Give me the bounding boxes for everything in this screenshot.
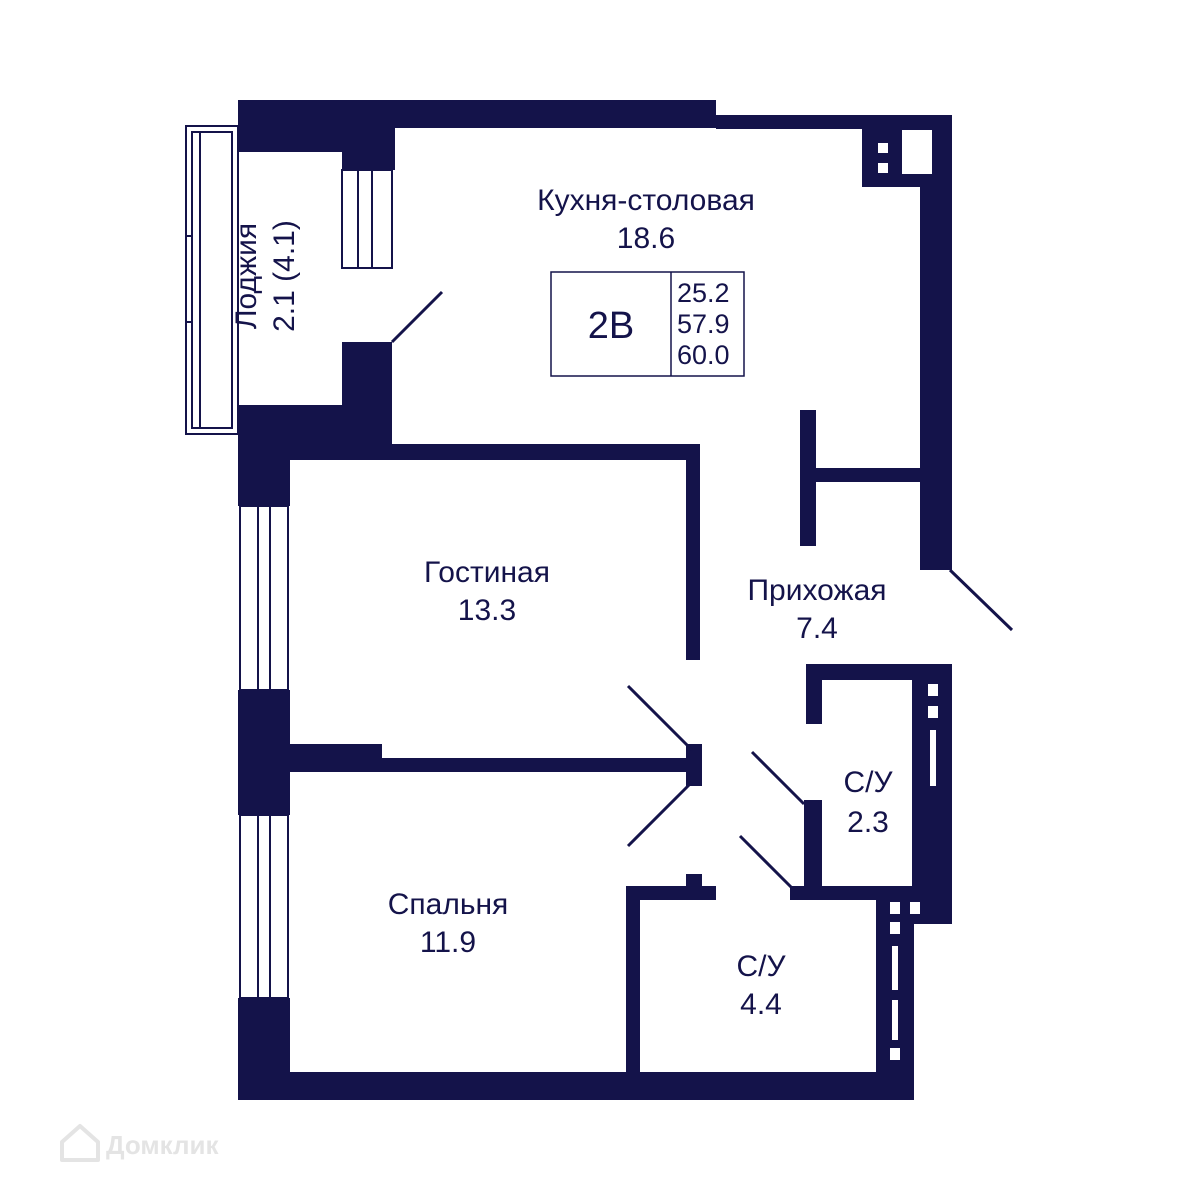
window-living <box>239 505 289 691</box>
wall-partition-end <box>686 744 702 786</box>
vent-slot <box>892 1000 898 1040</box>
room-bath-small: С/У 2.3 <box>843 766 893 839</box>
room-living-area: 13.3 <box>458 594 516 627</box>
vent-slot <box>930 730 936 786</box>
vent-dot <box>890 902 900 914</box>
loggia-glazing <box>185 125 239 435</box>
wall-bath4-top-left <box>626 886 716 900</box>
vent-slot <box>892 946 898 990</box>
wall-left-a <box>238 444 290 506</box>
wall-bath2-right <box>912 664 952 924</box>
watermark: Домклик <box>60 1124 219 1162</box>
doors <box>390 290 1014 890</box>
door-living <box>626 684 694 752</box>
room-bedroom-name: Спальня <box>388 888 509 921</box>
window-kitchen <box>341 169 393 269</box>
wall-living-top <box>238 444 700 460</box>
apartment-badge: 2В 25.2 57.9 60.0 <box>550 271 745 377</box>
room-loggia-area: 2.1 (4.1) <box>268 220 301 332</box>
room-kitchen-name: Кухня-столовая <box>537 184 755 217</box>
door-loggia <box>390 290 444 344</box>
area-with-loggia: 60.0 <box>677 340 730 370</box>
room-hall-area: 7.4 <box>796 612 838 645</box>
wall-pillar-top <box>342 128 395 170</box>
watermark-text: Домклик <box>106 1130 219 1160</box>
room-kitchen: Кухня-столовая 18.6 <box>537 184 755 255</box>
room-living: Гостиная 13.3 <box>424 556 550 627</box>
wall-left-b <box>238 690 290 815</box>
room-bath-small-name: С/У <box>843 766 893 799</box>
room-bedroom-area: 11.9 <box>420 926 476 959</box>
wall-bottom <box>238 1072 914 1100</box>
house-icon <box>60 1124 100 1162</box>
room-bath-large-area: 4.4 <box>740 988 782 1021</box>
room-loggia-name: Лоджия <box>230 223 263 329</box>
shaft-opening <box>902 130 932 174</box>
room-living-name: Гостиная <box>424 556 550 589</box>
room-loggia: Лоджия 2.1 (4.1) <box>230 220 301 332</box>
door-bath-small <box>750 750 806 806</box>
door-entrance <box>948 568 1014 632</box>
vent-dot <box>928 706 938 718</box>
room-hall-name: Прихожая <box>747 574 886 607</box>
area-total: 57.9 <box>677 309 730 339</box>
wall-bath2-left-upper <box>806 664 822 724</box>
wall-bath4-left <box>626 886 640 1072</box>
vent-dot <box>890 1048 900 1060</box>
room-bath-small-area: 2.3 <box>847 806 889 839</box>
wall-hall-post <box>800 410 816 546</box>
windows <box>185 125 393 999</box>
wall-partition <box>290 758 702 772</box>
room-bath-large-name: С/У <box>736 950 786 983</box>
room-kitchen-area: 18.6 <box>617 222 675 255</box>
vent-dot <box>878 163 888 173</box>
door-bath-large <box>738 834 794 890</box>
window-bedroom <box>239 814 289 999</box>
room-bath-large: С/У 4.4 <box>736 950 786 1021</box>
door-bedroom <box>626 780 694 848</box>
room-bedroom: Спальня 11.9 <box>388 888 509 959</box>
wall-living-right <box>686 444 700 660</box>
vent-dot <box>890 922 900 934</box>
room-hall: Прихожая 7.4 <box>747 574 886 645</box>
vent-dot <box>928 684 938 696</box>
vent-dot <box>910 902 920 914</box>
wall-bath2-left-lower <box>804 800 822 896</box>
wall-right-lower <box>876 886 914 1100</box>
vent-dot <box>878 143 888 153</box>
wall-hall-bar <box>816 468 920 482</box>
apartment-type: 2В <box>588 305 634 347</box>
wall-details <box>878 130 938 1060</box>
wall-loggia-bottom <box>238 405 392 446</box>
area-living: 25.2 <box>677 278 730 308</box>
wall-right-upper <box>920 115 952 570</box>
